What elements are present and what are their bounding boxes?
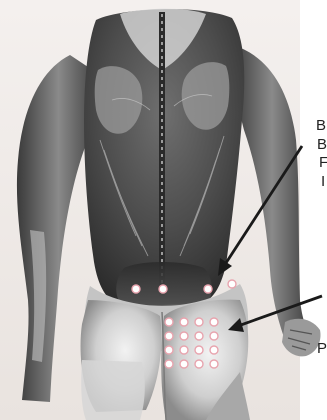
marker-point[interactable] (228, 280, 236, 288)
marker-point[interactable] (165, 318, 173, 326)
marker-point[interactable] (210, 332, 218, 340)
right-label-1: B (316, 117, 326, 134)
right-label-4: I (321, 173, 325, 190)
marker-point[interactable] (195, 360, 203, 368)
marker-point[interactable] (204, 285, 212, 293)
marker-point[interactable] (180, 346, 188, 354)
right-label-3: F (319, 154, 327, 171)
marker-point[interactable] (210, 318, 218, 326)
marker-point[interactable] (210, 346, 218, 354)
marker-point[interactable] (165, 332, 173, 340)
marker-point[interactable] (195, 346, 203, 354)
marker-point[interactable] (195, 332, 203, 340)
marker-point[interactable] (195, 318, 203, 326)
right-label-2: B (317, 136, 327, 153)
marker-point[interactable] (180, 360, 188, 368)
right-label-5: P (317, 340, 327, 357)
left-thigh (81, 360, 145, 420)
marker-point[interactable] (210, 360, 218, 368)
marker-point[interactable] (132, 285, 140, 293)
marker-point[interactable] (159, 285, 167, 293)
right-margin (300, 0, 327, 420)
marker-point[interactable] (180, 318, 188, 326)
marker-point[interactable] (165, 346, 173, 354)
marker-point[interactable] (180, 332, 188, 340)
lumbar-region (116, 262, 212, 306)
marker-point[interactable] (165, 360, 173, 368)
